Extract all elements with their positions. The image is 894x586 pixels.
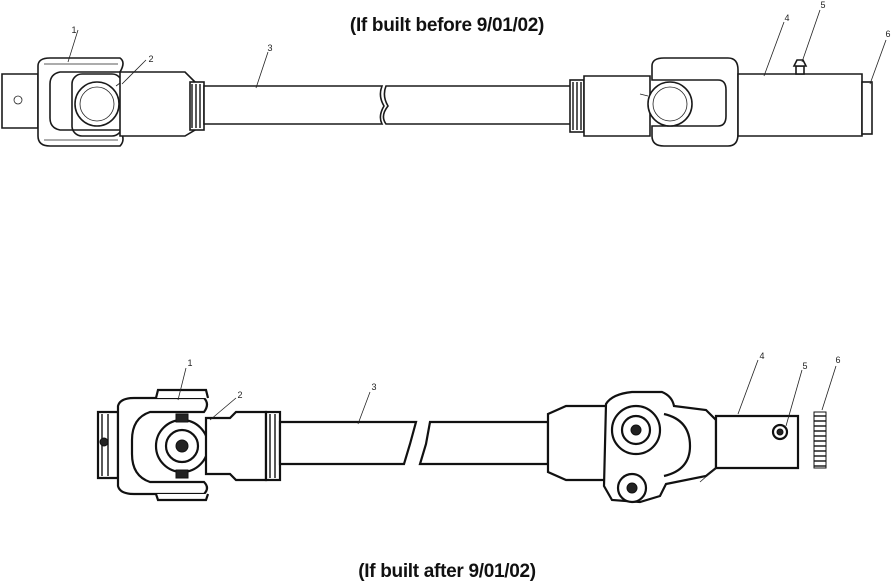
top-part-4-slip-shaft [737, 73, 863, 137]
bottom-callouts: 1 2 3 4 5 6 [177, 351, 841, 427]
top-collar-hatch-right [572, 82, 582, 130]
top-part-5-grease-fitting [792, 59, 808, 75]
bottom-drive-shaft-assembly: 1 2 3 4 5 6 [96, 351, 841, 504]
callout-top-2: 2 [148, 54, 153, 64]
callout-bottom-5: 5 [802, 361, 807, 371]
callout-top-3: 3 [267, 43, 272, 53]
callout-top-6: 6 [885, 29, 890, 39]
callout-bottom-1: 1 [187, 358, 192, 368]
callout-bottom-3: 3 [371, 382, 376, 392]
bottom-part-5-grease-fitting [771, 423, 789, 441]
callout-bottom-6: 6 [835, 355, 840, 365]
bottom-part-3-tube [278, 420, 550, 466]
top-part-1-left-yoke [1, 57, 124, 147]
callout-top-5: 5 [820, 0, 825, 10]
bottom-part-2-cross-bearing [154, 413, 210, 479]
callout-top-4: 4 [784, 13, 789, 23]
bottom-part-1-left-yoke [96, 388, 210, 502]
callout-top-1: 1 [71, 25, 76, 35]
top-drive-shaft-assembly: 1 2 3 4 5 6 [1, 0, 891, 147]
title-built-after: (If built after 9/01/02) [358, 561, 536, 582]
top-collar-hatch-left [191, 84, 201, 128]
top-part-6-end-cap [861, 81, 873, 135]
callout-bottom-2: 2 [237, 390, 242, 400]
top-part-3-tube [203, 85, 573, 125]
top-callouts: 1 2 3 4 5 6 [67, 0, 891, 89]
callout-bottom-4: 4 [759, 351, 764, 361]
title-built-before: (If built before 9/01/02) [349, 15, 545, 36]
bottom-part-6-end-cap [813, 411, 827, 469]
